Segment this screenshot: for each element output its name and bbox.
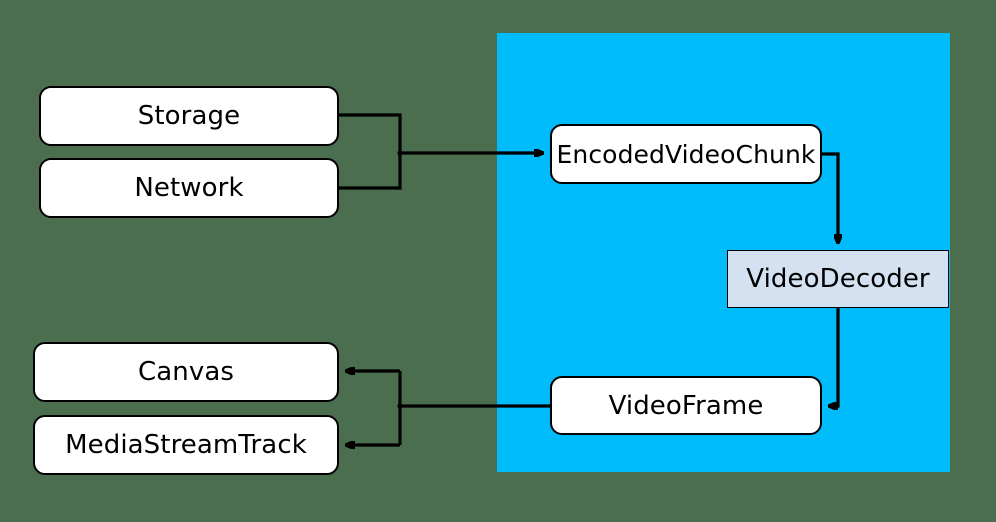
- node-videodecoder[interactable]: VideoDecoder: [727, 250, 949, 308]
- node-mediastreamtrack-label: MediaStreamTrack: [65, 430, 307, 460]
- node-storage-label: Storage: [137, 101, 241, 131]
- node-canvas[interactable]: Canvas: [33, 342, 339, 402]
- node-network-label: Network: [134, 173, 244, 203]
- node-encodedvideochunk-label: EncodedVideoChunk: [556, 139, 816, 169]
- node-videoframe[interactable]: VideoFrame: [550, 376, 822, 435]
- node-encodedvideochunk[interactable]: EncodedVideoChunk: [550, 124, 822, 184]
- node-videodecoder-label: VideoDecoder: [746, 264, 930, 294]
- node-canvas-label: Canvas: [137, 357, 235, 387]
- node-videoframe-label: VideoFrame: [608, 390, 764, 421]
- node-network[interactable]: Network: [39, 158, 339, 218]
- node-storage[interactable]: Storage: [39, 86, 339, 146]
- node-mediastreamtrack[interactable]: MediaStreamTrack: [33, 415, 339, 475]
